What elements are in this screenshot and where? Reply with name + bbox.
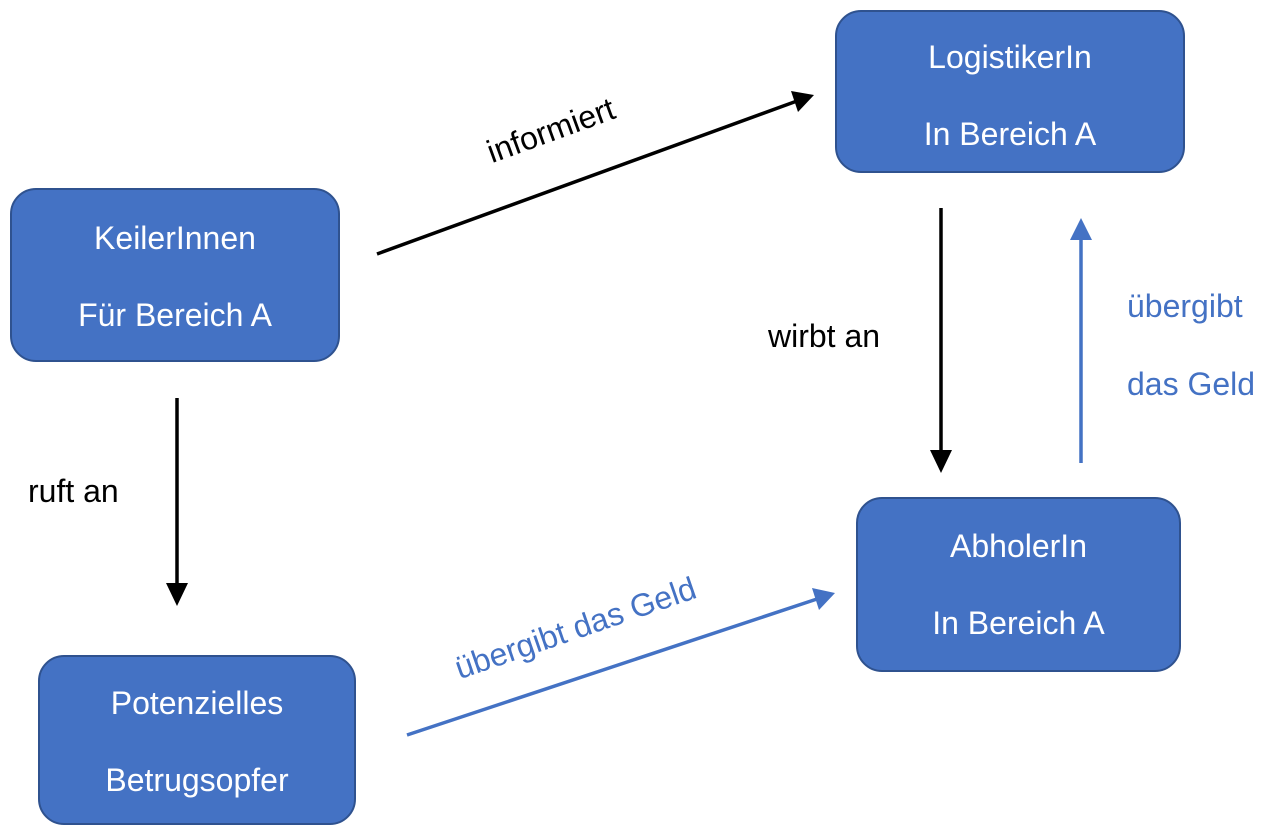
arrow-keiler-to-opfer	[166, 398, 188, 606]
node-abholerin: AbholerIn In Bereich A	[856, 497, 1181, 672]
node-abholerin-line1: AbholerIn	[950, 528, 1087, 564]
node-keilerinnen-line2: Für Bereich A	[78, 297, 272, 333]
edge-label-wirbt-an: wirbt an	[768, 318, 881, 354]
arrow-opfer-to-abholer	[406, 588, 835, 737]
edge-label-ruft-an: ruft an	[28, 473, 119, 509]
node-opfer-line1: Potenzielles	[110, 685, 284, 721]
arrow-keiler-to-logistiker	[376, 91, 814, 256]
arrow-logistiker-to-abholer	[930, 208, 952, 473]
node-logistikerin-line2: In Bereich A	[923, 116, 1097, 152]
node-potenzielles-betrugsopfer: Potenzielles Betrugsopfer	[38, 655, 356, 825]
node-logistikerin: LogistikerIn In Bereich A	[835, 10, 1185, 173]
edge-label-uebergibt-line1: übergibt	[1127, 288, 1243, 324]
arrow-abholer-to-logistiker	[1070, 218, 1092, 463]
node-keilerinnen-line1: KeilerInnen	[94, 220, 256, 256]
node-opfer-line2: Betrugsopfer	[105, 762, 289, 798]
node-abholerin-line2: In Bereich A	[932, 605, 1105, 641]
edge-label-uebergibt-line2: das Geld	[1127, 366, 1256, 402]
node-keilerinnen: KeilerInnen Für Bereich A	[10, 188, 340, 362]
node-logistikerin-line1: LogistikerIn	[928, 39, 1092, 75]
